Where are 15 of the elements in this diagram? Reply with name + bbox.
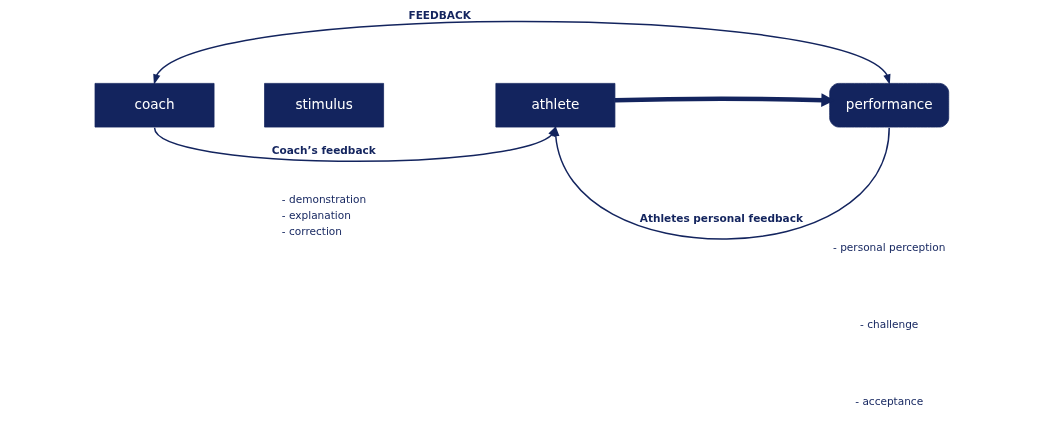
edge-label: Athletes personal feedback [639,212,803,225]
node-label: - demonstration [281,193,367,206]
node-box: coach [94,83,215,128]
arrow [153,20,891,85]
label: - challenge [860,318,919,331]
node-label: - correction [281,224,342,237]
label: - acceptance [855,394,924,407]
node-box: performance [829,83,950,128]
label: - personal perception [833,241,946,254]
arrow [552,125,890,240]
node-box: athlete [495,83,616,128]
node-label: - explanation [281,209,351,222]
edge-label: Coach’s feedback [271,144,376,157]
node-box: stimulus [264,83,384,128]
edge-label: FEEDBACK [408,8,471,21]
